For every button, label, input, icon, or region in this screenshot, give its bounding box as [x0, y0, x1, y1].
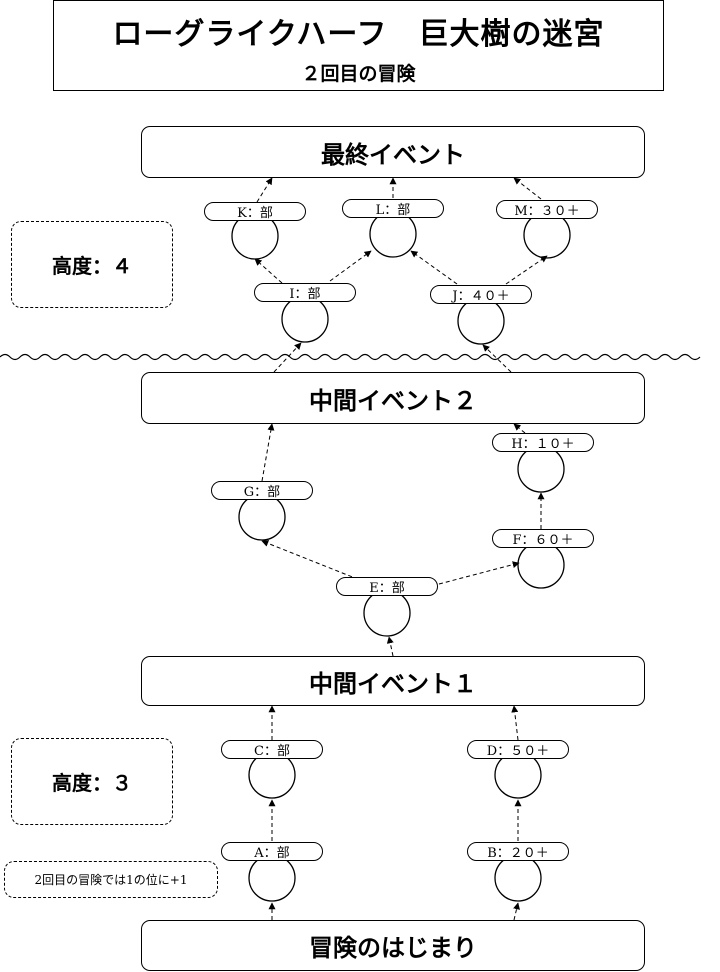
title-box: ローグライクハーフ 巨大樹の迷宮 ２回目の冒険 [53, 0, 664, 91]
height-upper-box: 高度：４ [11, 221, 173, 308]
edge-h-mid2 [513, 423, 526, 434]
node-label-k[interactable]: K：部 [204, 202, 306, 221]
node-circle-b[interactable] [494, 854, 542, 902]
node-circle-a[interactable] [248, 854, 296, 902]
edge-mid2-i [273, 342, 302, 373]
node-label-d[interactable]: D：５０＋ [467, 740, 569, 759]
node-circle-e[interactable] [363, 589, 411, 637]
node-label-c[interactable]: C：部 [221, 740, 323, 759]
edge-m-final [513, 177, 542, 200]
node-circle-j[interactable] [457, 297, 505, 345]
rule-note: 2回目の冒険では1の位に+1 [4, 861, 218, 898]
event-mid2[interactable]: 中間イベント２ [141, 372, 645, 424]
event-final[interactable]: 最終イベント [141, 126, 645, 178]
edge-e-f [438, 561, 520, 585]
node-label-l[interactable]: L：部 [342, 199, 444, 218]
edge-j-l [410, 250, 458, 285]
node-label-a[interactable]: A：部 [221, 842, 323, 861]
page-subtitle: ２回目の冒険 [301, 63, 416, 85]
edge-g-mid2 [261, 423, 275, 482]
edge-mid1-e [386, 636, 394, 657]
edge-k-final [256, 177, 273, 203]
event-start[interactable]: 冒険のはじまり [141, 920, 645, 971]
edge-i-l [329, 250, 372, 282]
node-label-e[interactable]: E：部 [336, 577, 438, 596]
node-circle-i[interactable] [281, 295, 329, 343]
node-label-f[interactable]: F：６０＋ [492, 529, 594, 548]
node-circle-f[interactable] [517, 541, 565, 589]
node-circle-g[interactable] [238, 493, 286, 541]
event-mid1[interactable]: 中間イベント１ [141, 656, 645, 706]
node-label-j[interactable]: J：４０＋ [430, 285, 532, 304]
node-label-g[interactable]: G：部 [211, 481, 313, 500]
altitude-boundary-line [0, 353, 701, 361]
edge-j-m [505, 255, 548, 285]
page-title: ローグライクハーフ 巨大樹の迷宮 [112, 17, 605, 52]
height-lower-box: 高度：３ [11, 738, 173, 825]
node-label-m[interactable]: M：３０＋ [496, 200, 598, 219]
edge-i-k [254, 258, 283, 284]
node-label-b[interactable]: B：２０＋ [467, 842, 569, 861]
edge-d-mid1 [511, 705, 519, 741]
edge-start-b [513, 902, 520, 921]
edge-e-g [261, 540, 366, 583]
node-label-i[interactable]: I：部 [254, 283, 356, 302]
node-label-h[interactable]: H：１０＋ [492, 433, 594, 452]
node-circle-h[interactable] [517, 445, 565, 493]
